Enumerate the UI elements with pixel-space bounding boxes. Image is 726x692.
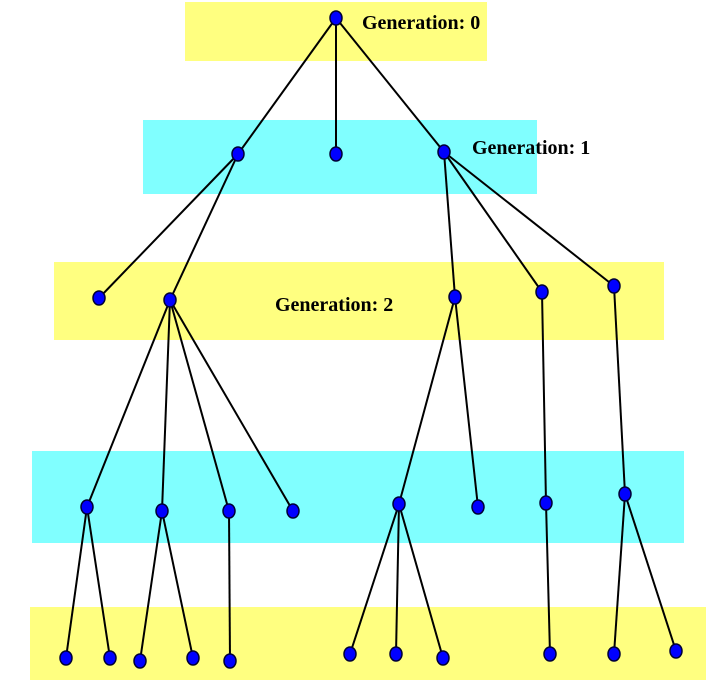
tree-node [607, 646, 621, 662]
tree-edge [169, 299, 230, 512]
tree-node [392, 496, 406, 512]
tree-edge [349, 503, 400, 655]
tree-node [222, 503, 236, 519]
tree-node [329, 146, 343, 162]
tree-edge [86, 299, 171, 508]
tree-edge [443, 151, 615, 287]
tree-node [329, 10, 343, 26]
tree-edge [443, 151, 543, 293]
tree-edge [169, 153, 239, 301]
generation-band-2 [54, 262, 664, 340]
tree-node [543, 646, 557, 662]
tree-edge [613, 285, 626, 495]
tree-node [231, 146, 245, 162]
tree-node [343, 646, 357, 662]
tree-edge [237, 17, 337, 155]
tree-edge [545, 502, 551, 655]
generation-label-0: Generation: 0 [362, 12, 480, 34]
tree-node [448, 289, 462, 305]
tree-node [133, 653, 147, 669]
tree-edge [335, 17, 445, 153]
tree-node [539, 495, 553, 511]
tree-node [59, 650, 73, 666]
tree-node [103, 650, 117, 666]
tree-edge [86, 506, 111, 659]
tree-edge [228, 510, 231, 662]
tree-node [607, 278, 621, 294]
tree-node [535, 284, 549, 300]
tree-node [618, 486, 632, 502]
tree-node [155, 503, 169, 519]
tree-edge [98, 153, 239, 299]
generation-band-4 [30, 607, 706, 680]
tree-edge [161, 510, 194, 659]
tree-node [186, 650, 200, 666]
tree-node [80, 499, 94, 515]
tree-node [163, 292, 177, 308]
tree-node [437, 144, 451, 160]
tree-edge [613, 493, 626, 655]
tree-edge [395, 503, 400, 655]
tree-edge [169, 299, 294, 512]
tree-node [436, 650, 450, 666]
generation-label-2: Generation: 2 [275, 294, 393, 316]
tree-edge [139, 510, 163, 662]
tree-edge [454, 296, 479, 508]
tree-node [669, 643, 683, 659]
tree-edge [443, 151, 456, 298]
tree-edge [161, 299, 171, 512]
tree-node [471, 499, 485, 515]
tree-node [286, 503, 300, 519]
tree-edge [65, 506, 88, 659]
tree-edge [398, 503, 444, 659]
tree-edge [624, 493, 677, 652]
tree-node [223, 653, 237, 669]
tree-edge [398, 296, 456, 505]
generation-band-3 [32, 451, 684, 543]
tree-node [389, 646, 403, 662]
generation-label-1: Generation: 1 [472, 137, 590, 159]
tree-node [92, 290, 106, 306]
tree-edge [541, 291, 547, 504]
